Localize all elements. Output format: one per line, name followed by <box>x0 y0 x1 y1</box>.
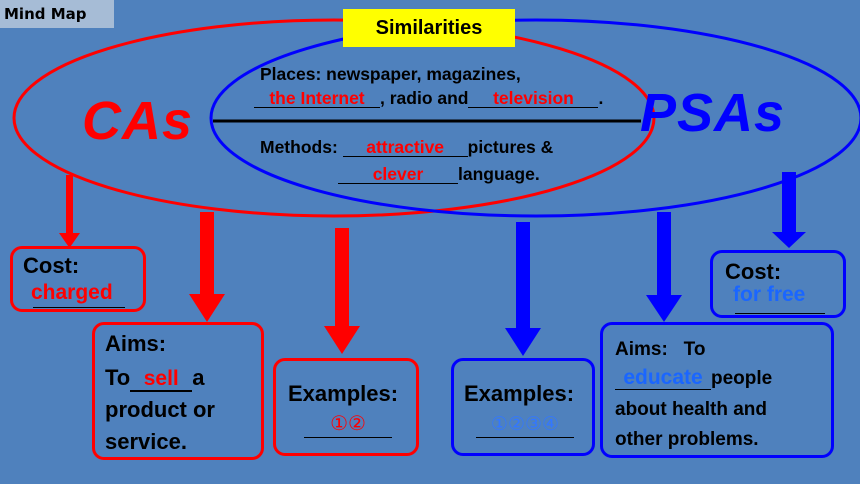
ca-examples-underline <box>304 437 392 438</box>
psa-arrows <box>505 172 806 356</box>
ca-cost-answer: charged <box>31 281 113 304</box>
psas-title: PSAs <box>640 83 786 143</box>
ca-aims-post: a <box>192 365 205 390</box>
methods-label: Methods: <box>260 137 343 157</box>
cas-title: CAs <box>82 91 194 151</box>
ca-aims-answer: sell <box>130 368 193 392</box>
ca-arrows <box>59 175 360 354</box>
psa-cost-box: Cost: for free <box>710 250 846 318</box>
ca-aims-label: Aims: <box>105 331 167 356</box>
ca-examples-label: Examples: <box>288 381 399 406</box>
psa-cost-label: Cost: <box>725 259 782 284</box>
ca-cost-label: Cost: <box>23 253 80 278</box>
ca-aims-line3: service. <box>105 429 187 454</box>
ca-aims-line2: product or <box>105 397 215 422</box>
methods-after2: language. <box>458 164 540 184</box>
places-blank-television: television <box>468 89 599 108</box>
places-end: . <box>598 88 604 108</box>
psa-cost-underline <box>735 313 825 314</box>
psa-cost-answer: for free <box>733 283 806 306</box>
psa-examples-underline <box>476 437 574 438</box>
ca-examples-box: Examples: ①② <box>273 358 419 456</box>
psa-aims-label: Aims: To <box>615 339 706 360</box>
ca-aims-pre: To <box>105 365 131 390</box>
psa-aims-answer: educate <box>615 367 711 390</box>
places-blank-internet: the Internet <box>254 89 380 108</box>
similarities-label: Similarities <box>343 9 515 47</box>
ca-ellipse <box>12 18 656 218</box>
ca-cost-box: Cost: charged <box>10 246 146 312</box>
ca-examples-answer: ①② <box>330 413 366 435</box>
psa-examples-box: Examples: ①②③④ <box>451 358 595 456</box>
methods-blank-attractive: attractive <box>342 138 468 157</box>
places-label: Places: newspaper, magazines, <box>260 64 521 84</box>
mind-map-tag: Mind Map <box>0 0 114 28</box>
methods-after1: pictures & <box>467 137 554 157</box>
psa-examples-label: Examples: <box>464 381 575 406</box>
ca-cost-underline <box>33 307 125 308</box>
psa-aims-post: people <box>711 368 773 389</box>
psa-aims-line3: other problems. <box>615 429 759 450</box>
psa-aims-line2: about health and <box>615 399 767 420</box>
methods-blank-clever: clever <box>338 165 458 184</box>
psa-ellipse <box>209 18 860 218</box>
psa-examples-answer: ①②③④ <box>490 414 560 435</box>
places-mid: , radio and <box>380 88 469 108</box>
